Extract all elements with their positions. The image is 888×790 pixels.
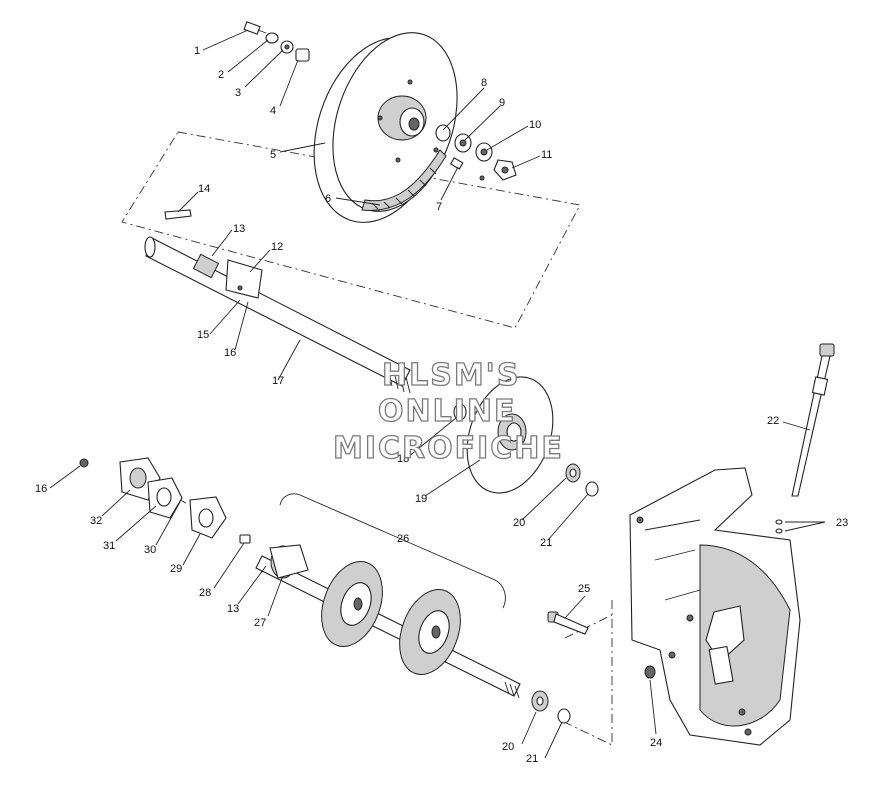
callout-28: 28 xyxy=(199,587,211,599)
callout-29: 29 xyxy=(170,563,182,575)
dipstick xyxy=(775,343,835,534)
callout-7: 7 xyxy=(436,201,442,213)
callout-9: 9 xyxy=(499,97,505,109)
callout-12: 12 xyxy=(271,241,283,253)
chaincase-housing xyxy=(629,467,801,746)
callout-6: 6 xyxy=(325,193,331,205)
callout-8: 8 xyxy=(481,77,487,89)
watermark-line-3: MICROFICHE xyxy=(333,431,564,466)
left-flange-plates xyxy=(79,457,251,544)
callout-13b: 13 xyxy=(227,603,239,615)
drive-sprocket-2 xyxy=(399,589,461,675)
callout-14: 14 xyxy=(198,183,210,195)
callout-20b: 20 xyxy=(502,741,514,753)
jackshaft xyxy=(144,236,411,394)
callout-23: 23 xyxy=(836,517,848,529)
callout-11: 11 xyxy=(541,149,552,161)
callout-25: 25 xyxy=(578,583,590,595)
watermark-line-1: HLSM'S xyxy=(382,358,520,393)
callout-16: 16 xyxy=(224,347,236,359)
callout-18: 18 xyxy=(397,453,409,465)
callout-26: 26 xyxy=(397,533,409,545)
right-bearings xyxy=(531,463,599,724)
brake-disc xyxy=(453,376,554,494)
callout-19: 19 xyxy=(415,493,427,505)
callout-30: 30 xyxy=(144,544,156,556)
watermark-line-2: ONLINE xyxy=(378,394,517,429)
assembly-outline-upper xyxy=(121,131,581,329)
drive-shaft-assembly xyxy=(255,544,521,699)
callout-10: 10 xyxy=(529,119,541,131)
callout-3: 3 xyxy=(235,87,241,99)
callout-16b: 16 xyxy=(35,483,47,495)
watermark: HLSM'S ONLINE MICROFICHE xyxy=(332,357,564,466)
callout-21: 21 xyxy=(540,537,552,549)
upper-hardware xyxy=(243,21,517,181)
callout-13: 13 xyxy=(233,223,245,235)
drive-sprocket-1 xyxy=(321,561,383,647)
callout-15: 15 xyxy=(197,329,209,341)
callout-20: 20 xyxy=(513,517,525,529)
callout-4: 4 xyxy=(270,105,276,117)
callout-5: 5 xyxy=(270,149,276,161)
callout-22: 22 xyxy=(767,415,779,427)
drive-chain xyxy=(361,149,447,211)
callout-32: 32 xyxy=(90,515,102,527)
leader-lines xyxy=(49,29,826,759)
callout-21b: 21 xyxy=(526,753,538,765)
drive-pulley xyxy=(313,32,458,223)
callout-27: 27 xyxy=(254,617,266,629)
assembly-brace xyxy=(279,493,506,609)
callout-labels: 1 2 3 4 5 6 7 8 9 10 11 12 13 14 15 16 1… xyxy=(35,45,848,765)
callout-2: 2 xyxy=(218,69,224,81)
callout-24: 24 xyxy=(650,737,662,749)
callout-31: 31 xyxy=(103,540,115,552)
callout-1: 1 xyxy=(194,45,200,57)
housing-bolts xyxy=(547,611,656,679)
warning-decal xyxy=(164,209,192,220)
callout-17: 17 xyxy=(272,375,284,387)
